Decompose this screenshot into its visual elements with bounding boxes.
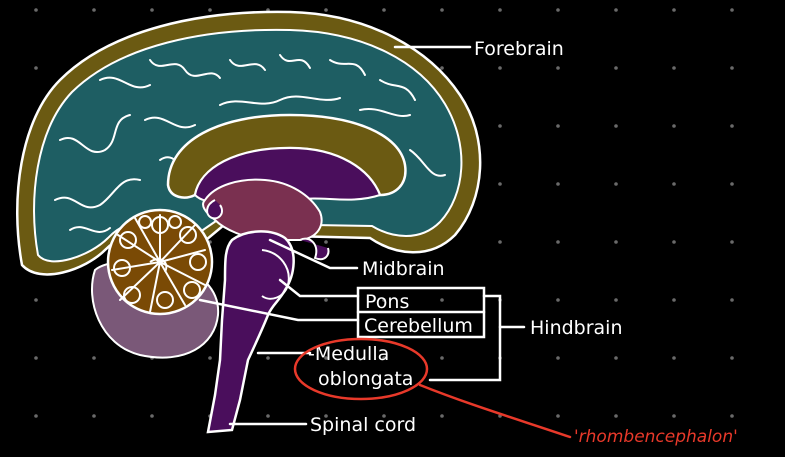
grid-dot — [556, 356, 560, 360]
grid-dot — [672, 414, 676, 418]
grid-dot — [730, 240, 734, 244]
label-rhombencephalon: 'rhombencephalon' — [574, 427, 738, 447]
grid-dot — [34, 298, 38, 302]
grid-dot — [672, 298, 676, 302]
pons-leader — [280, 280, 358, 296]
grid-dot — [556, 8, 560, 12]
label-pons: Pons — [365, 291, 409, 313]
grid-dot — [34, 66, 38, 70]
grid-dot — [730, 8, 734, 12]
grid-dot — [92, 8, 96, 12]
grid-dot — [34, 8, 38, 12]
grid-dot — [730, 66, 734, 70]
grid-dot — [208, 356, 212, 360]
grid-dot — [556, 414, 560, 418]
label-hindbrain: Hindbrain — [530, 317, 623, 339]
grid-dot — [266, 356, 270, 360]
grid-dot — [440, 8, 444, 12]
label-cerebellum: Cerebellum — [364, 315, 473, 337]
grid-dot — [150, 414, 154, 418]
grid-dot — [614, 124, 618, 128]
grid-dot — [324, 240, 328, 244]
grid-dot — [556, 124, 560, 128]
label-midbrain: Midbrain — [362, 258, 445, 280]
grid-dot — [324, 298, 328, 302]
grid-dot — [498, 8, 502, 12]
grid-dot — [34, 356, 38, 360]
grid-dot — [208, 8, 212, 12]
grid-dot — [730, 298, 734, 302]
grid-dot — [672, 182, 676, 186]
grid-dot — [440, 66, 444, 70]
grid-dot — [92, 414, 96, 418]
grid-dot — [440, 356, 444, 360]
grid-dot — [34, 414, 38, 418]
grid-dot — [730, 356, 734, 360]
grid-dot — [266, 414, 270, 418]
grid-dot — [614, 298, 618, 302]
grid-dot — [150, 8, 154, 12]
brainstem — [208, 231, 294, 432]
grid-dot — [730, 124, 734, 128]
grid-dot — [556, 66, 560, 70]
grid-dot — [614, 66, 618, 70]
label-spinal-cord: Spinal cord — [310, 414, 416, 436]
grid-dot — [556, 182, 560, 186]
grid-dot — [614, 8, 618, 12]
grid-dot — [92, 356, 96, 360]
cerebellum — [108, 210, 212, 314]
annotation-arrow-line — [420, 385, 570, 437]
grid-dot — [672, 66, 676, 70]
grid-dot — [730, 182, 734, 186]
grid-dot — [382, 8, 386, 12]
grid-dot — [440, 414, 444, 418]
grid-dot — [498, 182, 502, 186]
grid-dot — [672, 240, 676, 244]
label-medulla-2: oblongata — [318, 368, 413, 390]
grid-dot — [324, 8, 328, 12]
grid-dot — [498, 240, 502, 244]
grid-dot — [440, 298, 444, 302]
grid-dot — [498, 124, 502, 128]
grid-dot — [556, 240, 560, 244]
grid-dot — [614, 356, 618, 360]
grid-dot — [672, 356, 676, 360]
grid-dot — [498, 66, 502, 70]
grid-dot — [556, 298, 560, 302]
grid-dot — [614, 414, 618, 418]
grid-dot — [730, 414, 734, 418]
label-forebrain: Forebrain — [474, 38, 564, 60]
grid-dot — [614, 182, 618, 186]
grid-dot — [614, 240, 618, 244]
grid-dot — [672, 124, 676, 128]
grid-dot — [672, 8, 676, 12]
